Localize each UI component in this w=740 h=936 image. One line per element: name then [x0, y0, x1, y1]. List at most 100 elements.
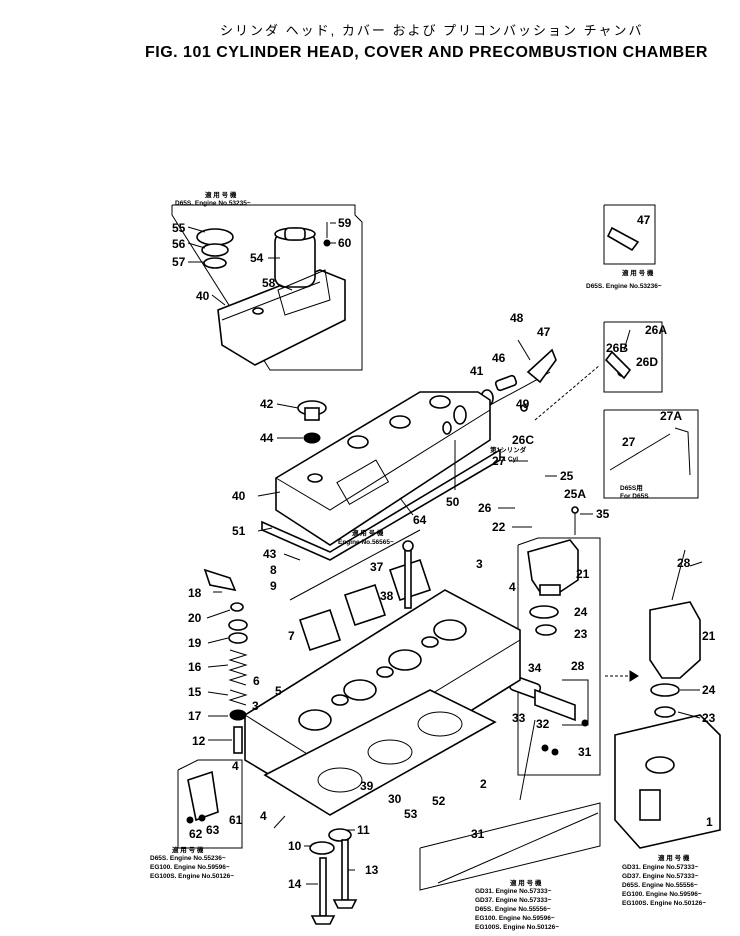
callout-6: 6 — [253, 674, 260, 688]
callout-60: 60 — [338, 236, 352, 250]
callout-23-right: 23 — [702, 711, 716, 725]
inset-bottom-right-line1: GD31. Engine No.57333~ — [622, 864, 699, 871]
callout-26C: 26C — [512, 433, 534, 447]
callout-63: 63 — [206, 823, 220, 837]
leader-lines — [187, 222, 703, 885]
callout-26B: 26B — [606, 341, 628, 355]
inset-bottom-right-line4: EG100. Engine No.59596~ — [622, 891, 702, 898]
callout-27-inset: 27 — [622, 435, 636, 449]
callout-17: 17 — [188, 709, 202, 723]
inset-top-left: 適 用 号 機 D65S. Engine No.53235~ — [171, 190, 363, 371]
inset-top-right-note: D65S. Engine No.53236~ — [586, 283, 662, 290]
inset-bottom-left-heading: 適 用 号 機 — [172, 845, 204, 854]
inset-bottom-left-line2: EG100. Engine No.59596~ — [150, 864, 230, 871]
side-plate — [177, 759, 243, 849]
callout-26A: 26A — [645, 323, 667, 337]
callout-48: 48 — [510, 311, 524, 325]
callout-3-top: 3 — [476, 557, 483, 571]
callout-61: 61 — [229, 813, 243, 827]
d65s-label-line1: D65S用 — [620, 484, 643, 492]
inset-bottom-center-line4: EG100. Engine No.59596~ — [475, 915, 555, 922]
valves — [309, 828, 358, 925]
rocker-arm-assembly — [289, 529, 432, 652]
inset-bracket — [606, 226, 640, 252]
callout-14: 14 — [288, 877, 302, 891]
callout-1: 1 — [706, 815, 713, 829]
inset-top-right-heading: 適 用 号 機 — [622, 268, 654, 277]
callout-28-right: 28 — [677, 556, 691, 570]
callout-33: 33 — [512, 711, 526, 725]
inset-d65s-pipe: D65S用 For D65S — [603, 409, 699, 500]
figure-title: FIG. 101 CYLINDER HEAD, COVER AND PRECOM… — [145, 44, 708, 61]
callout-44: 44 — [260, 431, 274, 445]
callout-37: 37 — [370, 560, 384, 574]
inset-bottom-right-heading: 適 用 号 機 — [658, 853, 690, 862]
callout-25A: 25A — [564, 487, 586, 501]
nozzle-holder-large — [614, 549, 721, 849]
inset-bottom-left-line3: EG100S. Engine No.50126~ — [150, 873, 234, 880]
callout-3: 3 — [252, 699, 259, 713]
inset-bottom-right-line3: D65S. Engine No.55556~ — [622, 882, 698, 889]
callout-24: 24 — [574, 605, 588, 619]
callout-55: 55 — [172, 221, 186, 235]
inset-bottom-left-line1: D65S. Engine No.55236~ — [150, 855, 226, 862]
callout-54: 54 — [250, 251, 264, 265]
callout-62: 62 — [189, 827, 203, 841]
callout-25: 25 — [560, 469, 574, 483]
callout-43: 43 — [263, 547, 277, 561]
cylinder-no1-line2: No.1 Cyl — [492, 456, 518, 463]
callout-28: 28 — [571, 659, 585, 673]
callout-50: 50 — [446, 495, 460, 509]
injection-nozzle-group — [517, 506, 601, 776]
callout-39: 39 — [360, 779, 374, 793]
callout-31-bottom: 31 — [471, 827, 485, 841]
push-rod — [519, 719, 536, 801]
injection-pipe — [534, 364, 601, 421]
callout-31: 31 — [578, 745, 592, 759]
callout-51: 51 — [232, 524, 246, 538]
callout-15: 15 — [188, 685, 202, 699]
callout-12: 12 — [192, 734, 206, 748]
callout-16: 16 — [188, 660, 202, 674]
inset-bottom-center-line1: GD31. Engine No.57333~ — [475, 888, 552, 895]
callout-7: 7 — [288, 629, 295, 643]
callout-64: 64 — [413, 513, 427, 527]
inset-top-right: 適 用 号 機 D65S. Engine No.53236~ — [586, 204, 662, 290]
inset-bottom-right-line2: GD37. Engine No.57333~ — [622, 873, 699, 880]
cylinder-head-cover — [261, 391, 501, 561]
callout-47: 47 — [537, 325, 551, 339]
callout-9: 9 — [270, 579, 277, 593]
callout-21-right: 21 — [702, 629, 716, 643]
inset-top-left-heading: 適 用 号 機 — [205, 190, 237, 199]
callout-27: 27 — [492, 454, 506, 468]
callout-52: 52 — [432, 794, 446, 808]
callout-5: 5 — [275, 684, 282, 698]
callout-34: 34 — [528, 661, 542, 675]
callout-26: 26 — [478, 501, 492, 515]
callout-57: 57 — [172, 255, 186, 269]
d65s-label-line2: For D65S — [620, 493, 649, 500]
inset-bottom-center-line5: EG100S. Engine No.50126~ — [475, 924, 559, 931]
callout-30: 30 — [388, 792, 402, 806]
callout-58: 58 — [262, 276, 276, 290]
stud-bolt — [404, 547, 412, 609]
callout-22: 22 — [492, 520, 506, 534]
inset-bottom-right-line5: EG100S. Engine No.50126~ — [622, 900, 706, 907]
callout-21: 21 — [576, 567, 590, 581]
inset-bottom-center-line3: D65S. Engine No.55556~ — [475, 906, 551, 913]
callout-4-top: 4 — [509, 580, 516, 594]
callout-23: 23 — [574, 627, 588, 641]
rocker-shaft-pipe — [419, 802, 601, 891]
callout-8: 8 — [270, 563, 277, 577]
callout-56: 56 — [172, 237, 186, 251]
callout-4-bottom: 4 — [260, 809, 267, 823]
inset-top-left-note: D65S. Engine No.53235~ — [175, 200, 251, 207]
callout-10: 10 — [288, 839, 302, 853]
callout-32: 32 — [536, 717, 550, 731]
callout-49: 49 — [516, 397, 530, 411]
callout-53: 53 — [404, 807, 418, 821]
head-gasket — [263, 689, 497, 816]
japanese-title: シリンダ ヘッド, カバー および プリコンバッション チャンバ — [220, 23, 644, 38]
callout-41: 41 — [470, 364, 484, 378]
callout-42: 42 — [260, 397, 274, 411]
